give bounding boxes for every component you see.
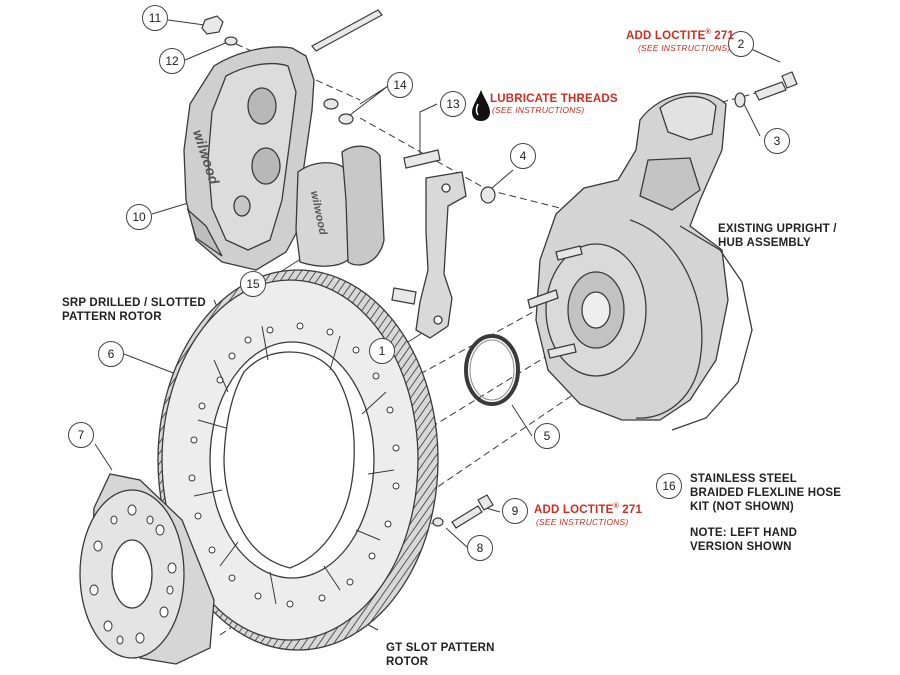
callout-12: 12 — [159, 48, 185, 74]
callout-1: 1 — [369, 338, 395, 364]
washer-14b — [338, 113, 354, 125]
rotor-6 — [157, 269, 439, 651]
callout-15: 15 — [240, 271, 266, 297]
srp-label-1: SRP DRILLED / SLOTTED — [62, 297, 206, 309]
nut-11 — [201, 15, 224, 35]
callout-10: 10 — [126, 204, 152, 230]
see-instructions-top: (SEE INSTRUCTIONS) — [638, 43, 731, 53]
hose-label-1: STAINLESS STEEL — [690, 473, 797, 485]
washer-12 — [224, 36, 238, 46]
upright-label-1: EXISTING UPRIGHT / — [718, 223, 837, 235]
lubricate-label: LUBRICATE THREADS — [490, 93, 618, 105]
callout-6: 6 — [98, 341, 124, 367]
leader-13 — [419, 103, 438, 154]
hose-label-3: KIT (NOT SHOWN) — [690, 501, 794, 513]
srp-label-2: PATTERN ROTOR — [62, 311, 162, 323]
leader-4 — [491, 169, 514, 189]
washer-3 — [734, 92, 746, 108]
callout-3: 3 — [764, 128, 790, 154]
washer-14a — [323, 98, 339, 110]
callout-8: 8 — [467, 535, 493, 561]
callout-4: 4 — [510, 143, 536, 169]
leader-14 — [345, 85, 389, 119]
callout-2: 2 — [728, 31, 754, 57]
upright-label-2: HUB ASSEMBLY — [718, 237, 811, 249]
caliper-10 — [183, 46, 315, 271]
leader-12 — [184, 41, 229, 61]
note-label-1: NOTE: LEFT HAND — [690, 527, 798, 539]
loctite-label-mid: ADD LOCTITE® 271 — [534, 503, 643, 516]
callout-5: 5 — [534, 423, 560, 449]
hat-7 — [79, 473, 215, 665]
leader-5 — [511, 404, 533, 437]
washer-4 — [480, 186, 496, 204]
callout-7: 7 — [68, 422, 94, 448]
callout-16: 16 — [656, 473, 682, 499]
bracket-1 — [415, 171, 467, 339]
leader-3 — [743, 103, 761, 137]
leader-9 — [485, 507, 501, 513]
note-label-2: VERSION SHOWN — [690, 541, 792, 553]
see-instructions-lube: (SEE INSTRUCTIONS) — [492, 105, 585, 115]
leader-8 — [445, 527, 469, 549]
see-instructions-mid: (SEE INSTRUCTIONS) — [536, 517, 629, 527]
washer-8 — [432, 517, 444, 527]
oil-drop-icon — [472, 90, 490, 121]
leader-6 — [123, 353, 177, 375]
callout-14: 14 — [387, 72, 413, 98]
loctite-label-top: ADD LOCTITE® 271 — [626, 29, 735, 42]
callout-11: 11 — [142, 5, 168, 31]
callout-13: 13 — [440, 91, 466, 117]
callout-9: 9 — [502, 498, 528, 524]
gt-label-2: ROTOR — [386, 656, 429, 668]
upright-hub-assembly — [527, 92, 753, 431]
ring-5 — [464, 334, 520, 406]
gt-label-1: GT SLOT PATTERN — [386, 642, 495, 654]
leader-7 — [94, 443, 113, 471]
brake-pads-15 — [295, 145, 385, 267]
hose-label-2: BRAIDED FLEXLINE HOSE — [690, 487, 842, 499]
